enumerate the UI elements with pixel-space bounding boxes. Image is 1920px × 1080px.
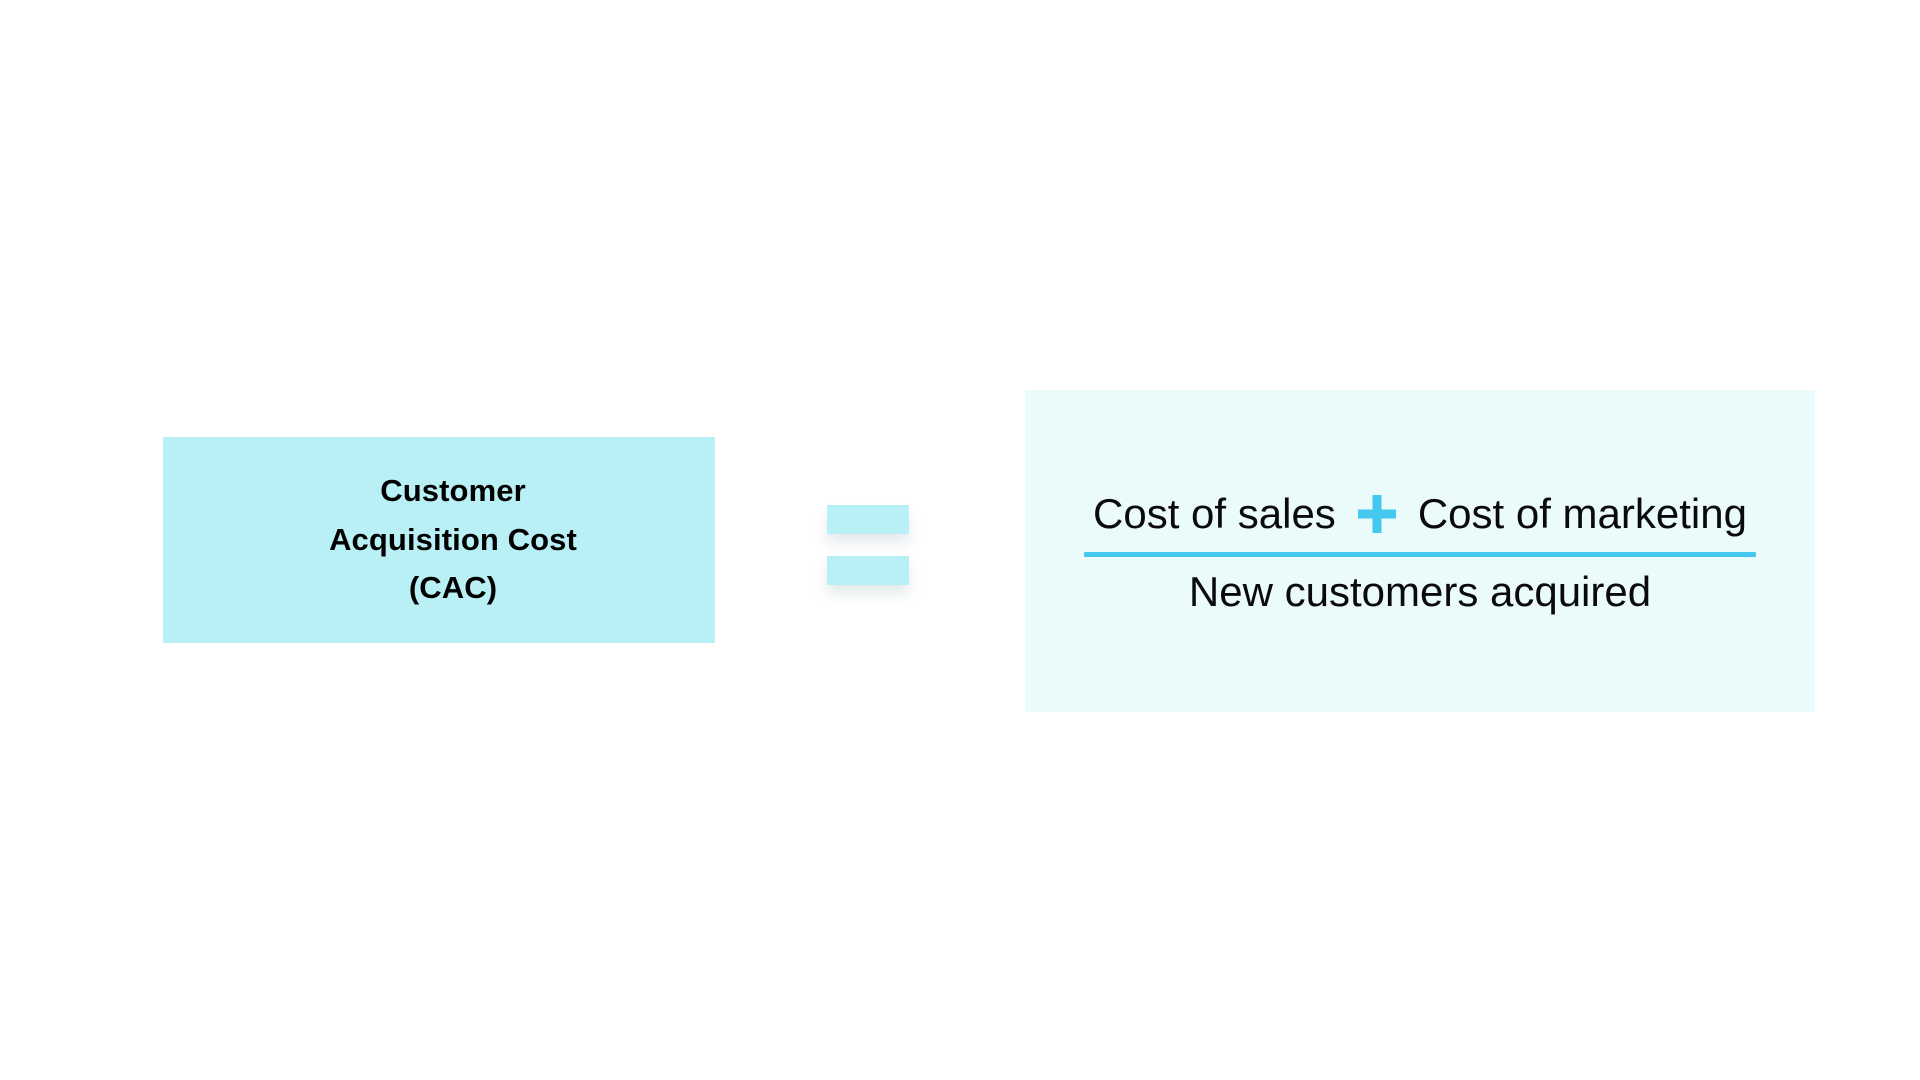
denominator-term-new-customers-acquired: New customers acquired [1188,567,1652,615]
equals-bar-bottom [827,556,909,585]
fraction-divider-line [1084,551,1756,557]
plus-icon [1356,493,1398,535]
equals-bar-top [827,505,909,534]
equals-sign [827,505,909,585]
fraction: Cost of sales Cost of marketing New cust… [1084,491,1756,614]
cac-term-label: Customer Acquisition Cost (CAC) [329,473,577,606]
fraction-numerator: Cost of sales Cost of marketing [1093,491,1747,537]
numerator-term-cost-of-sales: Cost of sales [1093,490,1336,538]
formula-panel: Cost of sales Cost of marketing New cust… [1025,390,1815,712]
numerator-term-cost-of-marketing: Cost of marketing [1417,490,1747,538]
cac-term-box: Customer Acquisition Cost (CAC) [163,437,715,643]
